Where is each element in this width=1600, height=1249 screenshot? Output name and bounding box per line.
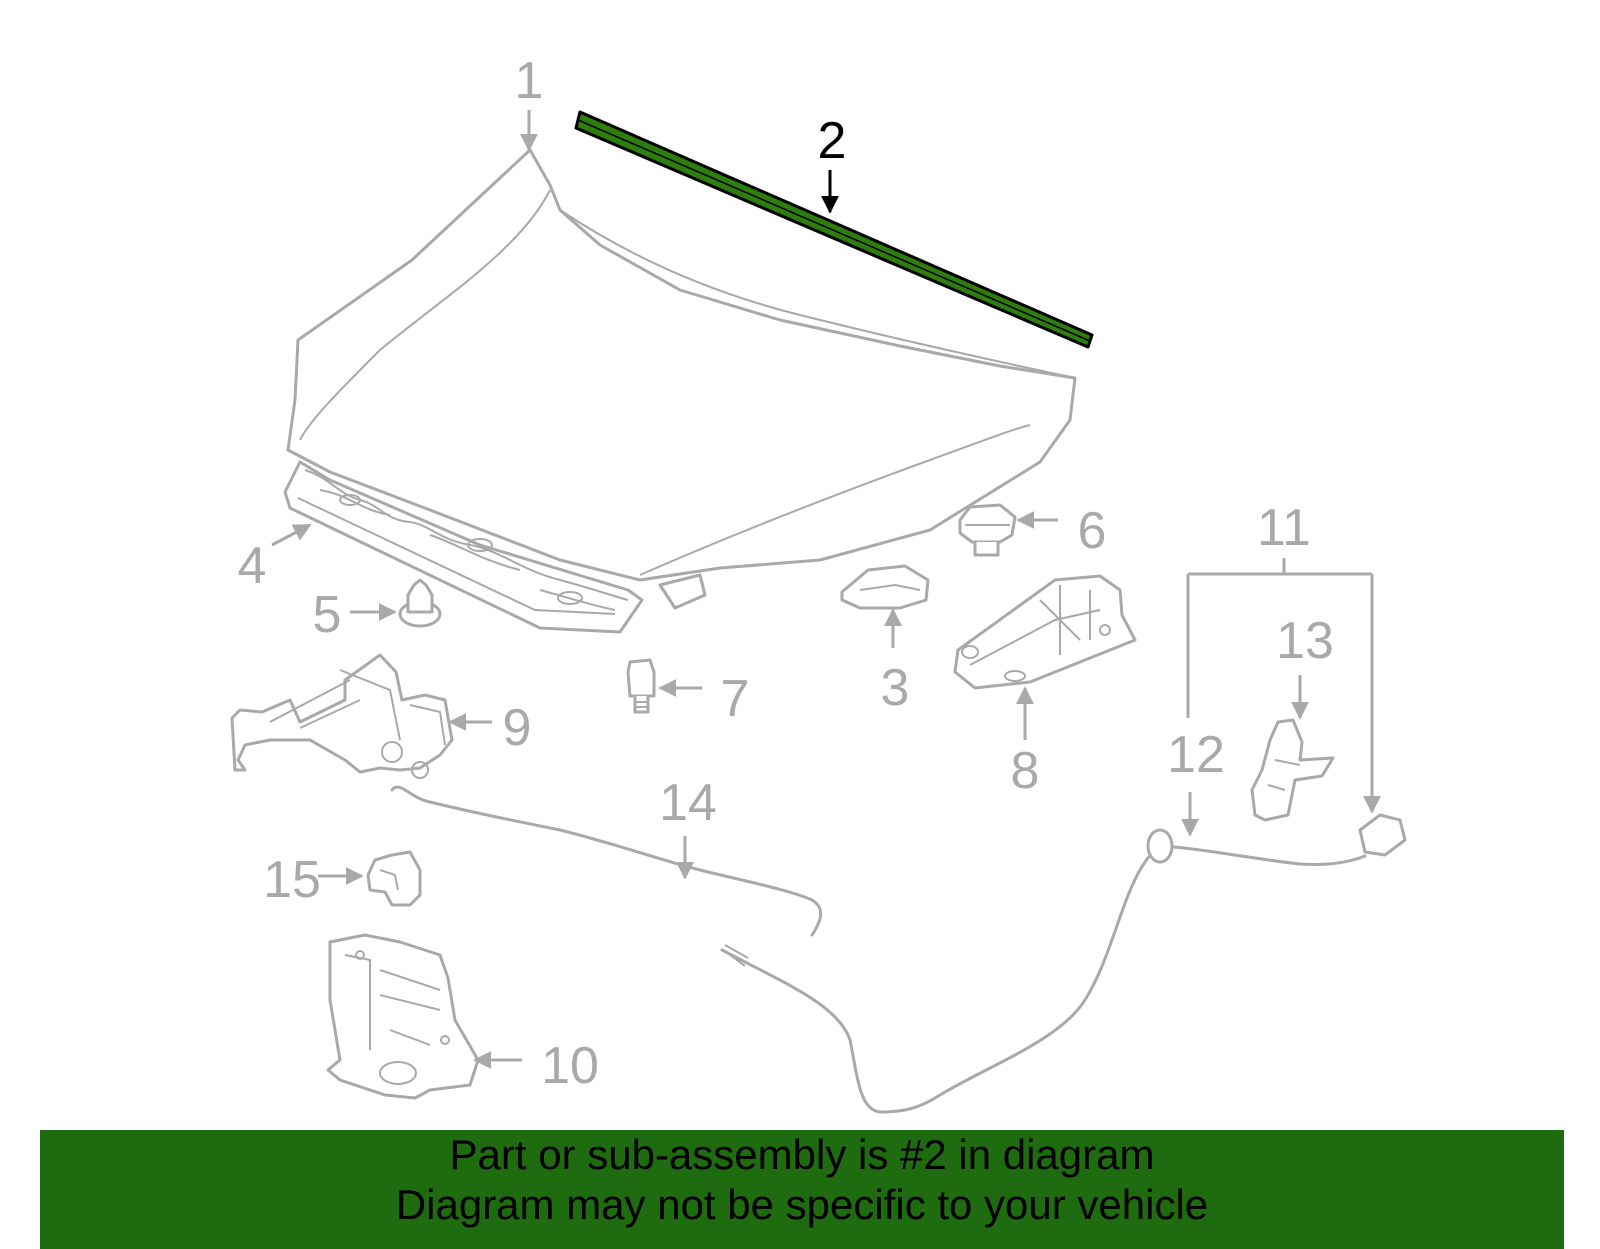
banner-line-part: Part or sub-assembly is #2 in diagram: [449, 1131, 1155, 1178]
callout-14: 14: [659, 774, 717, 832]
part-1-hood-panel: [286, 148, 1077, 582]
callout-8: 8: [1011, 742, 1040, 800]
part-3-bumper: [840, 564, 930, 610]
callout-9: 9: [503, 699, 532, 757]
banner-line-disclaimer: Diagram may not be specific to your vehi…: [395, 1181, 1209, 1228]
part-10-hood-latch: [326, 933, 480, 1100]
callout-4: 4: [238, 537, 267, 595]
callout-12: 12: [1167, 726, 1225, 784]
callout-2: 2: [818, 112, 847, 170]
part-5-push-clip: [398, 578, 442, 628]
part-8-striker-bracket: [953, 574, 1137, 690]
callout-1: 1: [515, 52, 544, 110]
callout-3: 3: [881, 659, 910, 717]
part-7-bump-stop: [626, 658, 656, 714]
callout-13: 13: [1276, 612, 1334, 670]
info-banner: Part or sub-assembly is #2 in diagram Di…: [40, 1130, 1564, 1249]
callout-10: 10: [541, 1037, 599, 1095]
callout-15: 15: [263, 851, 321, 909]
part-11-release-handle: [1358, 813, 1407, 857]
part-6-adjuster: [958, 503, 1017, 557]
part-2-hood-weatherstrip: [574, 110, 1094, 349]
part-4-hood-insulator: [283, 460, 644, 634]
leader-lines: [271, 110, 1381, 1069]
part-15-rod-holder: [366, 850, 422, 907]
part-14-support-rod: [390, 785, 823, 937]
callout-6: 6: [1078, 502, 1107, 560]
part-13-handle-bezel: [1250, 718, 1335, 822]
callout-7: 7: [721, 670, 750, 728]
part-12-release-cable: [720, 828, 1367, 1114]
callout-labels: 1 2 3 4 5 6 7 8 9 10 11 12 13 14 15: [238, 52, 1334, 1095]
callout-11: 11: [1257, 499, 1311, 557]
part-1-hood-tab: [658, 573, 707, 610]
part-9-hood-hinge: [230, 653, 454, 779]
callout-5: 5: [313, 586, 342, 644]
